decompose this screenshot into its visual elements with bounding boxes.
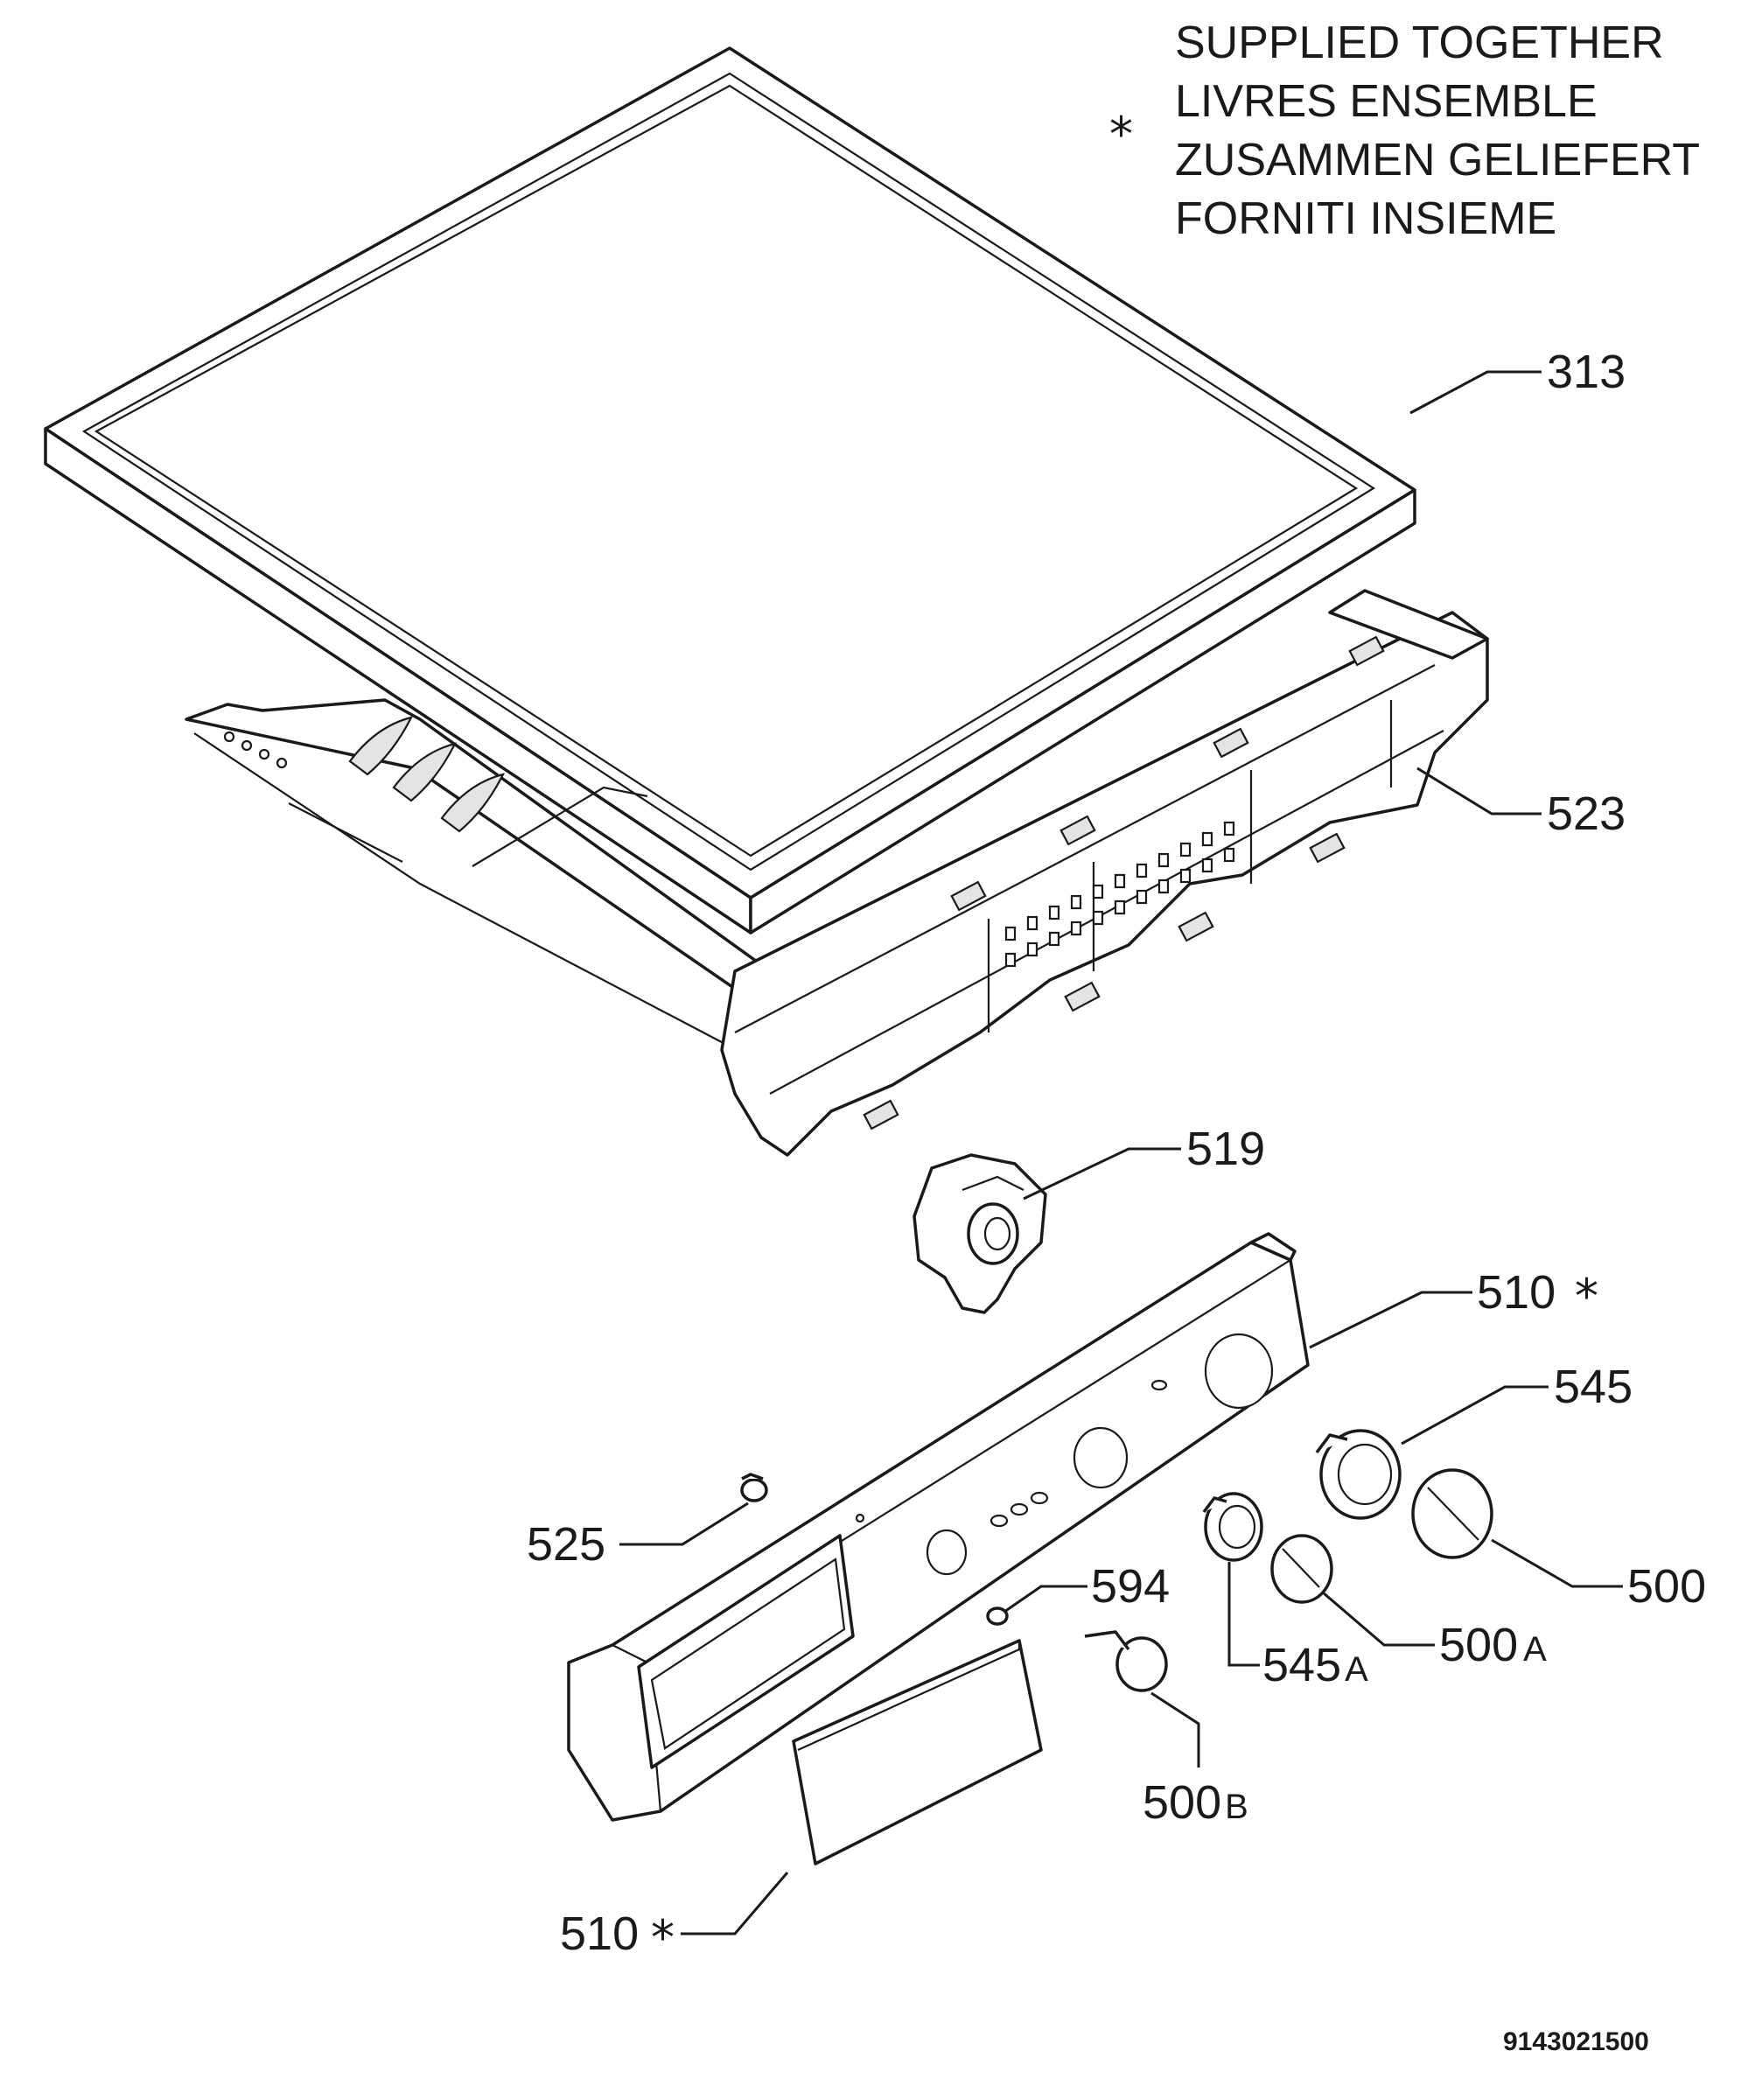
- label-500: 500: [1627, 1560, 1706, 1613]
- label-510-bottom-star: *: [651, 1910, 675, 1965]
- button-500b: [1084, 1630, 1168, 1692]
- top-cover-313: [44, 46, 1416, 934]
- leader-lines: [619, 370, 1623, 1936]
- legend-line-de: ZUSAMMEN GELIEFERT: [1175, 135, 1700, 186]
- legend-star-symbol: *: [1109, 107, 1133, 162]
- selector-bracket-519: [912, 1153, 1047, 1314]
- legend-line-fr: LIVRES ENSEMBLE: [1175, 76, 1598, 127]
- legend: * SUPPLIED TOGETHER LIVRES ENSEMBLE ZUSA…: [1109, 18, 1700, 244]
- label-313: 313: [1547, 346, 1626, 398]
- indicator-lamp-525: [740, 1473, 768, 1502]
- label-523: 523: [1547, 788, 1626, 840]
- label-525: 525: [527, 1518, 605, 1571]
- label-519: 519: [1186, 1123, 1265, 1175]
- label-594: 594: [1091, 1560, 1170, 1613]
- legend-line-en: SUPPLIED TOGETHER: [1175, 18, 1664, 68]
- panel-frame-523: [185, 589, 1489, 1157]
- document-id: 9143021500: [1503, 2027, 1649, 2056]
- indicator-lens-594: [986, 1606, 1009, 1626]
- switch-545: [1315, 1429, 1402, 1520]
- knob-500a: [1270, 1534, 1333, 1604]
- legend-line-it: FORNITI INSIEME: [1175, 193, 1556, 244]
- control-panel-510: [567, 1232, 1310, 1822]
- drawer-handle-510: [792, 1639, 1043, 1866]
- label-510-top: 510: [1477, 1266, 1556, 1319]
- label-510-top-star: *: [1575, 1269, 1598, 1324]
- label-545: 545: [1554, 1361, 1633, 1413]
- switch-545a: [1202, 1492, 1263, 1562]
- vent-grid: [1004, 821, 1235, 968]
- label-510-bottom: 510: [560, 1908, 639, 1960]
- knob-500: [1411, 1468, 1493, 1559]
